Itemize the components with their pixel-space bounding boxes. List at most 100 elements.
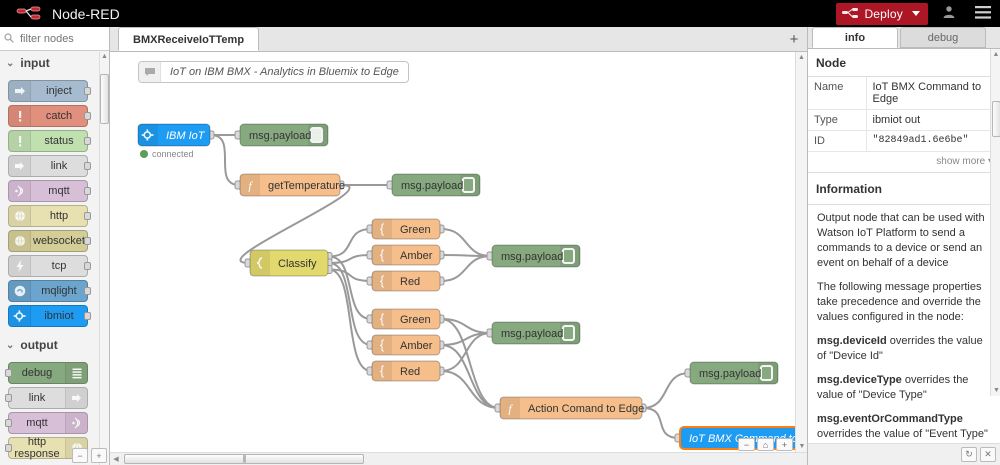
- sidebar-tab-debug[interactable]: debug: [900, 27, 986, 48]
- main-menu-button[interactable]: [966, 0, 1000, 27]
- scroll-up-arrow-icon[interactable]: ▲: [798, 54, 805, 61]
- palette-node-inject[interactable]: inject: [8, 80, 91, 102]
- palette-node-mqtt[interactable]: mqtt: [5, 412, 88, 434]
- flow-wire[interactable]: [328, 268, 372, 372]
- node-body[interactable]: [499, 396, 643, 420]
- deploy-button[interactable]: Deploy: [836, 2, 928, 25]
- sidebar-tab-info[interactable]: info: [812, 27, 898, 48]
- search-input[interactable]: [18, 31, 103, 46]
- palette-node-port[interactable]: [84, 162, 91, 170]
- zoom-out-button[interactable]: −: [738, 438, 755, 451]
- node-body[interactable]: [371, 334, 441, 356]
- flow-node-msg-payload[interactable]: msg.payload: [684, 361, 779, 385]
- flow-node-amber[interactable]: {Amber: [366, 244, 445, 266]
- debug-toggle-button[interactable]: [462, 177, 475, 193]
- flow-node-classify[interactable]: Classify: [244, 249, 333, 277]
- close-icon[interactable]: ✕: [980, 447, 996, 462]
- scroll-up-arrow-icon[interactable]: ▲: [101, 53, 108, 60]
- add-flow-button[interactable]: +: [785, 30, 803, 48]
- sidebar-scrollbar[interactable]: ▲ ▼: [990, 49, 1000, 396]
- palette-node-debug[interactable]: debug: [5, 362, 88, 384]
- flow-wire[interactable]: [328, 255, 372, 320]
- zoom-in-button[interactable]: +: [776, 438, 793, 451]
- palette-node-mqtt[interactable]: mqtt: [8, 180, 91, 202]
- flow-wire[interactable]: [440, 344, 500, 409]
- palette-node-tcp[interactable]: tcp: [8, 255, 91, 277]
- flow-node-green[interactable]: {Green: [366, 218, 445, 240]
- flow-wire[interactable]: [239, 184, 351, 264]
- palette-node-mqlight[interactable]: mqlight: [8, 280, 91, 302]
- palette-node-port[interactable]: [84, 287, 91, 295]
- palette-node-port[interactable]: [84, 112, 91, 120]
- debug-toggle-button[interactable]: [760, 365, 773, 381]
- palette-collapse-button[interactable]: −: [72, 448, 88, 463]
- flow-node-red[interactable]: {Red: [366, 270, 445, 292]
- node-body[interactable]: [491, 244, 581, 268]
- palette-node-port[interactable]: [5, 419, 12, 427]
- palette-node-ibmiot[interactable]: ibmiot: [8, 305, 91, 327]
- palette-node-port[interactable]: [84, 212, 91, 220]
- palette-node-port[interactable]: [84, 137, 91, 145]
- flow-node-amber[interactable]: {Amber: [366, 334, 445, 356]
- flow-wire[interactable]: [328, 268, 372, 282]
- flow-wire[interactable]: [642, 407, 680, 439]
- node-body[interactable]: [689, 361, 779, 385]
- debug-toggle-button[interactable]: [562, 248, 575, 264]
- palette-node-http[interactable]: http: [8, 205, 91, 227]
- flow-wire[interactable]: [328, 254, 372, 264]
- node-body[interactable]: [371, 218, 441, 240]
- palette-node-port[interactable]: [84, 187, 91, 195]
- node-body[interactable]: [371, 360, 441, 382]
- palette-node-link[interactable]: link: [8, 155, 91, 177]
- debug-toggle-button[interactable]: [310, 127, 323, 143]
- flow-wire[interactable]: [440, 228, 492, 257]
- node-body[interactable]: [371, 308, 441, 330]
- palette-node-port[interactable]: [84, 312, 91, 320]
- sidebar-scroll-thumb[interactable]: [992, 101, 1000, 137]
- flow-node-red[interactable]: {Red: [366, 360, 445, 382]
- palette-node-websocket[interactable]: websocket: [8, 230, 91, 252]
- comment-node[interactable]: IoT on IBM BMX - Analytics in Bluemix to…: [138, 61, 409, 83]
- node-body[interactable]: [239, 173, 341, 197]
- flow-node-msg-payload[interactable]: msg.payload: [386, 173, 481, 197]
- flow-tab-bmxreceiveiottemp[interactable]: BMXReceiveIoTTemp: [118, 27, 260, 51]
- refresh-icon[interactable]: ↻: [961, 447, 977, 462]
- palette-search-bar[interactable]: [0, 27, 109, 51]
- palette-node-catch[interactable]: catch: [8, 105, 91, 127]
- palette-node-port[interactable]: [84, 237, 91, 245]
- flow-node-msg-payload[interactable]: msg.payload: [234, 123, 329, 147]
- node-body[interactable]: [491, 321, 581, 345]
- node-body[interactable]: [249, 249, 329, 277]
- palette-node-status[interactable]: status: [8, 130, 91, 152]
- flow-node-msg-payload[interactable]: msg.payload: [486, 321, 581, 345]
- debug-toggle-button[interactable]: [562, 325, 575, 341]
- palette-node-port[interactable]: [5, 444, 12, 452]
- canvas-horizontal-scrollbar[interactable]: ◀: [110, 452, 807, 465]
- palette-node-port[interactable]: [84, 262, 91, 270]
- palette-node-port[interactable]: [5, 394, 12, 402]
- scroll-down-arrow-icon[interactable]: ▼: [798, 443, 806, 450]
- chevron-down-icon[interactable]: [912, 11, 920, 16]
- flow-node-msg-payload[interactable]: msg.payload: [486, 244, 581, 268]
- flow-wire[interactable]: [440, 318, 500, 409]
- canvas-scroll-thumb[interactable]: [124, 454, 364, 464]
- zoom-reset-button[interactable]: ⌂: [757, 438, 774, 451]
- node-body[interactable]: [371, 270, 441, 292]
- flow-wire[interactable]: [440, 370, 500, 409]
- palette-node-link[interactable]: link: [5, 387, 88, 409]
- scroll-down-arrow-icon[interactable]: ▼: [993, 387, 1000, 394]
- palette-category-output[interactable]: ⌄output: [0, 334, 100, 356]
- palette-scrollbar[interactable]: ▲ ▼: [99, 52, 109, 465]
- flow-wire[interactable]: [328, 262, 372, 346]
- node-body[interactable]: [239, 123, 329, 147]
- canvas-vertical-scrollbar[interactable]: ▲ ▼: [795, 52, 807, 452]
- palette-node-port[interactable]: [84, 87, 91, 95]
- palette-node-port[interactable]: [5, 369, 12, 377]
- flow-wire[interactable]: [440, 255, 492, 282]
- flow-wire[interactable]: [642, 372, 690, 409]
- flow-wire[interactable]: [328, 228, 372, 258]
- flow-node-green[interactable]: {Green: [366, 308, 445, 330]
- user-menu-button[interactable]: [932, 0, 966, 27]
